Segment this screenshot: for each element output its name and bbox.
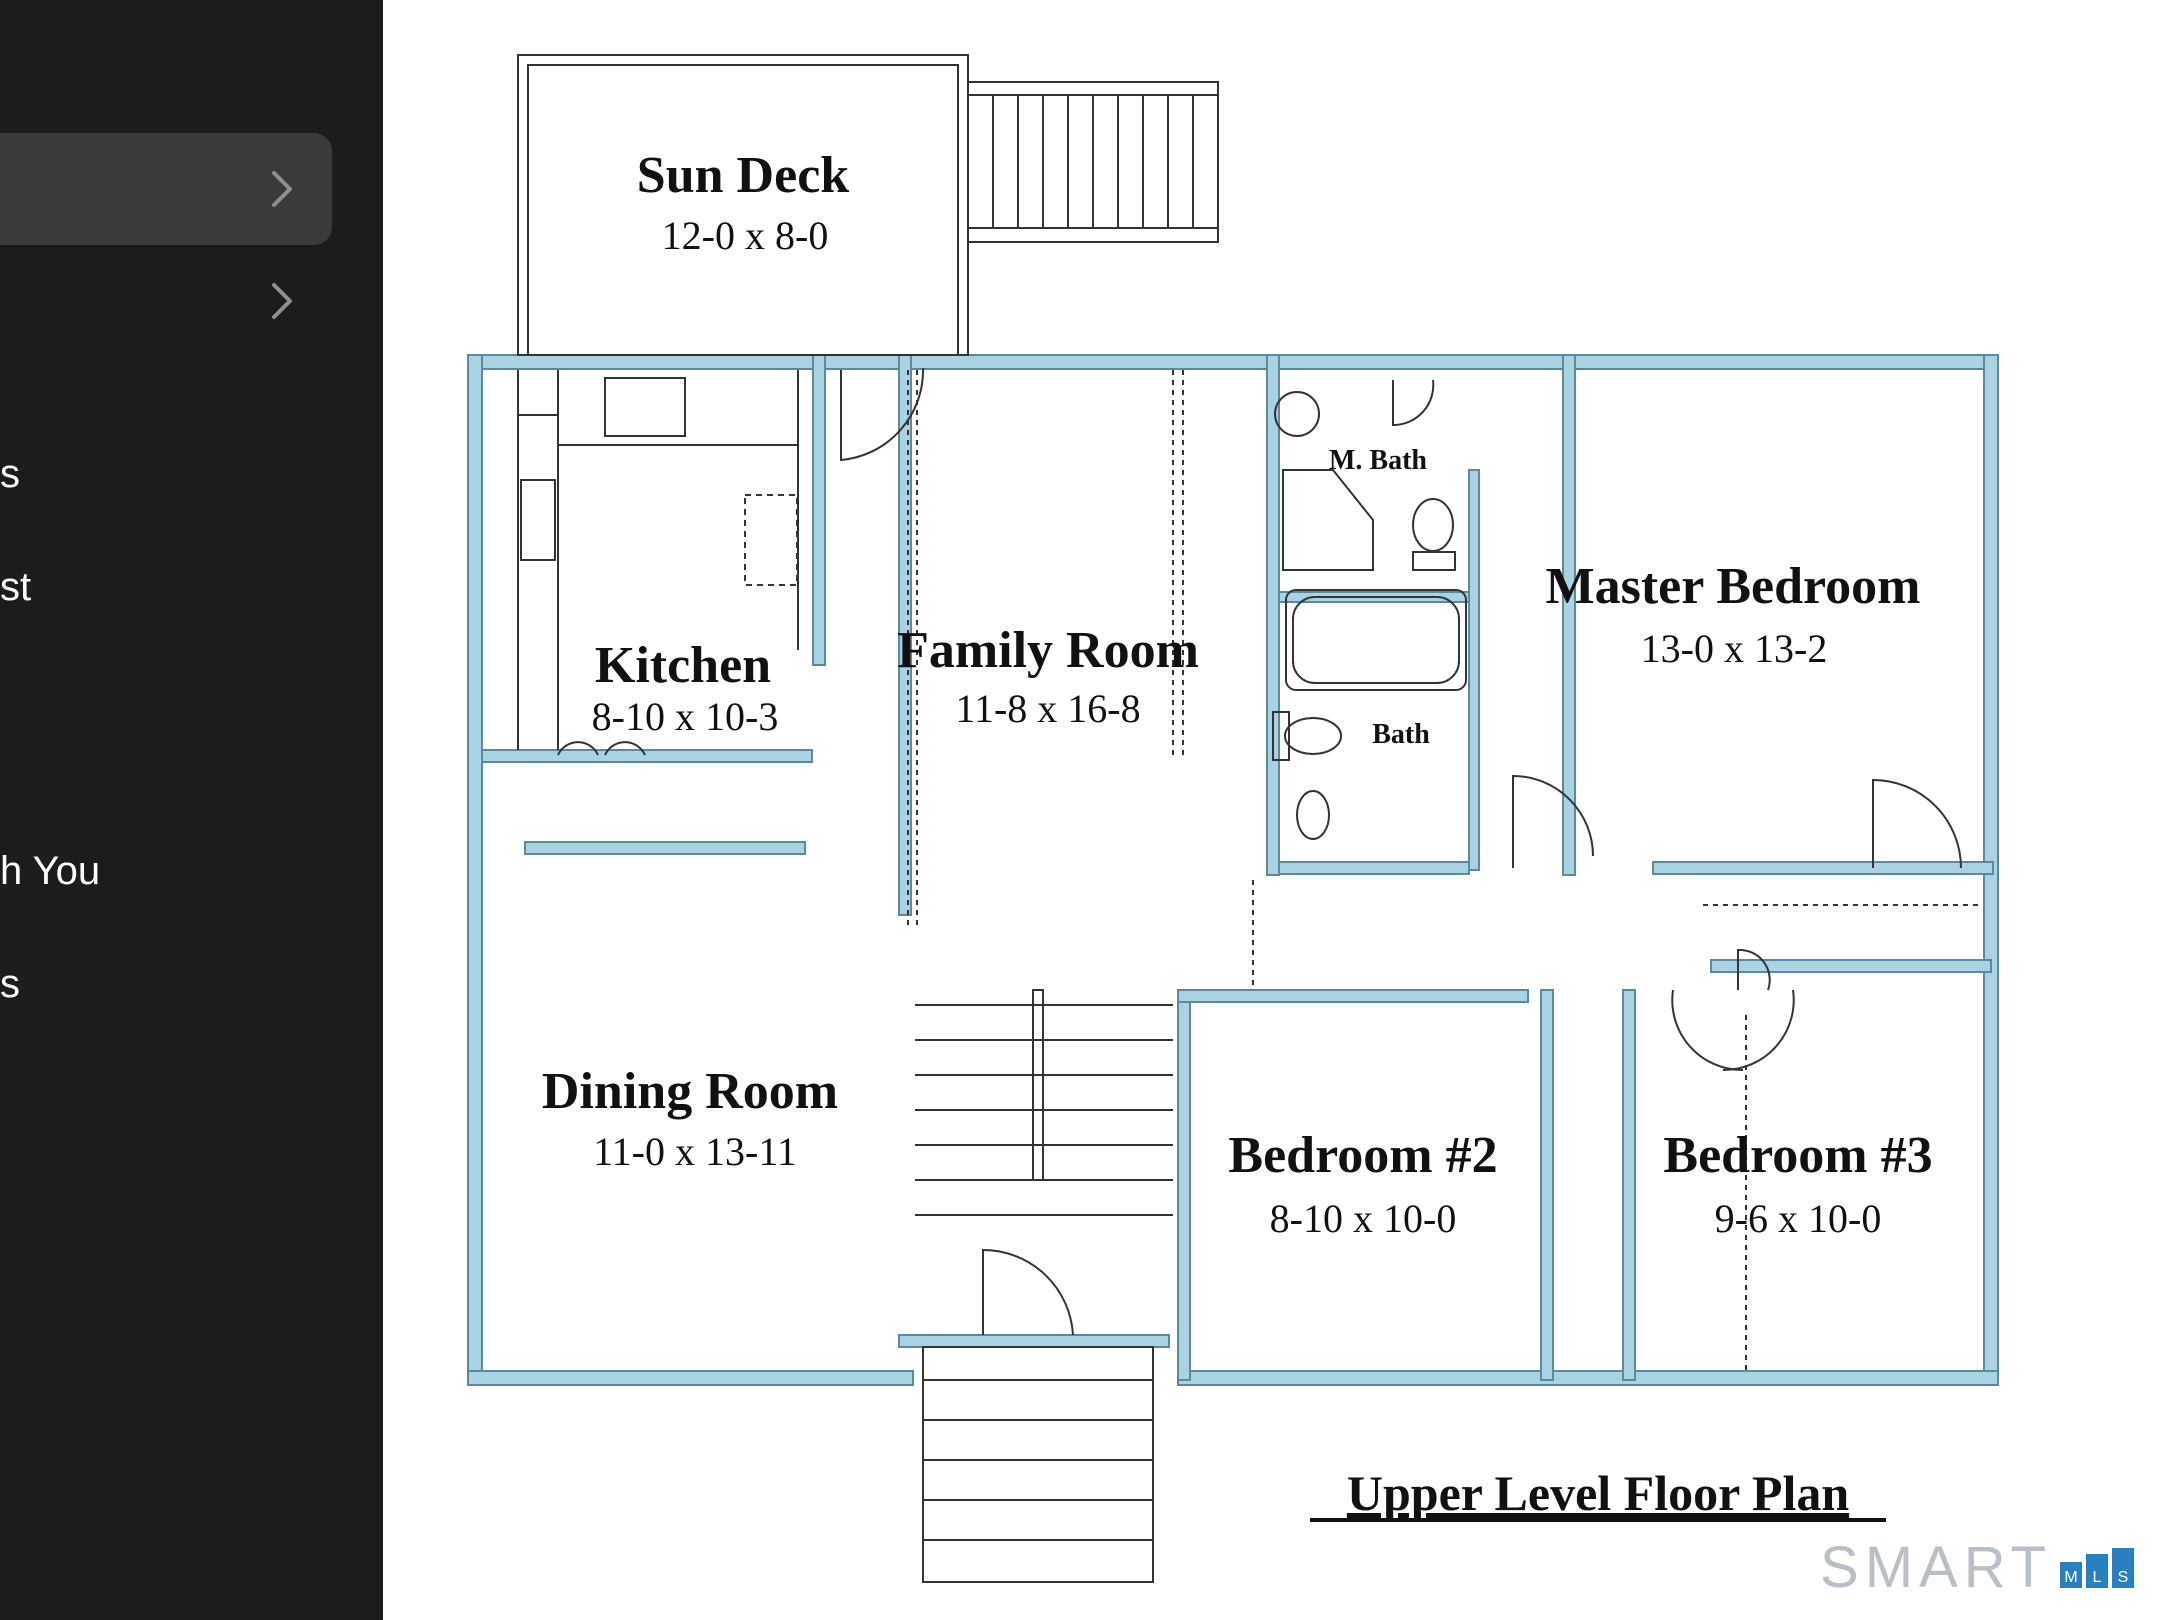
svg-text:S: S bbox=[2118, 1569, 2129, 1586]
chevron-right-icon bbox=[272, 283, 292, 319]
sidebar: s st h You s bbox=[0, 0, 383, 1620]
floor-plan-image: Sun Deck 12-0 x 8-0 Kitchen 8-10 x 10-3 … bbox=[467, 54, 1999, 1583]
floor-plan-title: Upper Level Floor Plan bbox=[1347, 1465, 1849, 1521]
chevron-right-icon bbox=[272, 171, 292, 207]
room-dims: 11-8 x 16-8 bbox=[955, 686, 1140, 731]
smartmls-logo: SMART M L S bbox=[1820, 1538, 2138, 1598]
room-label: Bedroom #3 bbox=[1663, 1127, 1932, 1184]
sidebar-item-3[interactable]: s bbox=[0, 452, 20, 496]
room-label: Dining Room bbox=[542, 1063, 838, 1120]
sidebar-item-4[interactable]: st bbox=[0, 565, 32, 609]
logo-bars-icon: M L S bbox=[2060, 1548, 2134, 1588]
room-dims: 12-0 x 8-0 bbox=[662, 213, 829, 258]
logo-text: SMART bbox=[1820, 1535, 2052, 1600]
bath-label: Bath bbox=[1372, 719, 1430, 750]
sidebar-item-2[interactable] bbox=[0, 245, 332, 357]
room-label: Bedroom #2 bbox=[1228, 1127, 1497, 1184]
sidebar-item-5[interactable]: h You bbox=[0, 849, 101, 893]
sidebar-item-6[interactable]: s bbox=[0, 962, 20, 1006]
room-dims: 11-0 x 13-11 bbox=[593, 1129, 797, 1174]
room-label: Kitchen bbox=[595, 637, 771, 694]
svg-text:L: L bbox=[2093, 1569, 2102, 1586]
bath-label: M. Bath bbox=[1329, 445, 1427, 476]
room-label: Sun Deck bbox=[637, 147, 849, 204]
room-label: Master Bedroom bbox=[1546, 558, 1921, 615]
room-dims: 8-10 x 10-3 bbox=[592, 694, 779, 739]
room-dims: 9-6 x 10-0 bbox=[1715, 1196, 1882, 1241]
room-label: Family Room bbox=[897, 622, 1199, 679]
svg-text:M: M bbox=[2064, 1569, 2077, 1586]
sidebar-item-1[interactable] bbox=[0, 133, 332, 245]
floor-plan-viewer: Sun Deck 12-0 x 8-0 Kitchen 8-10 x 10-3 … bbox=[383, 0, 2160, 1620]
room-dims: 8-10 x 10-0 bbox=[1270, 1196, 1457, 1241]
room-dims: 13-0 x 13-2 bbox=[1641, 626, 1828, 671]
